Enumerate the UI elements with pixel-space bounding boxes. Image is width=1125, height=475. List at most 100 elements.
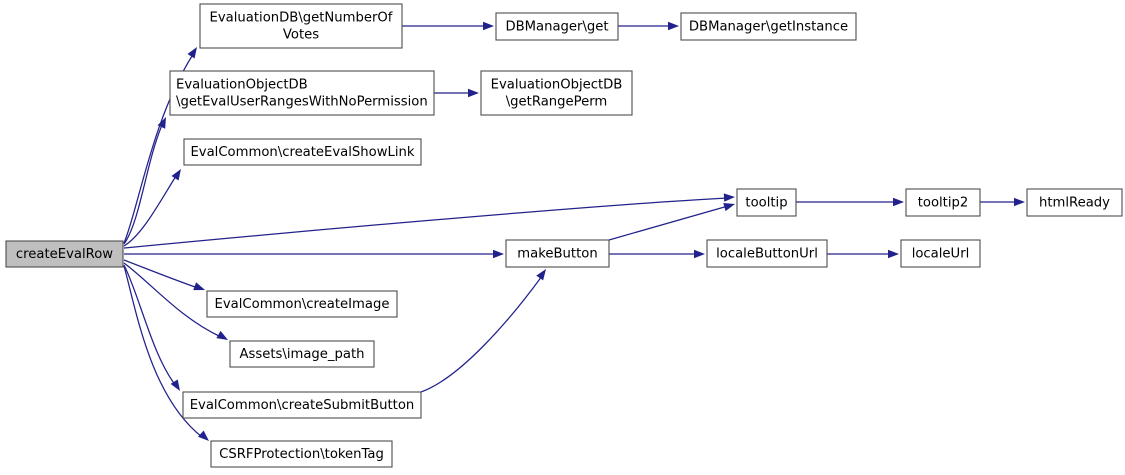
- node-tooltip[interactable]: tooltip: [736, 188, 797, 217]
- arrowhead-icon: [468, 88, 479, 98]
- node-label: EvaluationObjectDB: [491, 78, 623, 93]
- edge-dbmanagerGet-to-dbmanagerGetInstance: [618, 21, 679, 31]
- node-createImage[interactable]: EvalCommon\createImage: [206, 290, 398, 318]
- edge-tooltip2-to-htmlReady: [980, 197, 1025, 207]
- node-box[interactable]: [900, 239, 981, 268]
- node-box[interactable]: [706, 239, 828, 268]
- node-label: DBManager\get: [505, 20, 608, 35]
- node-label: EvaluationObjectDB: [176, 78, 308, 93]
- edge-createEvalRow-to-makeButton: [124, 249, 504, 259]
- node-label: DBManager\getInstance: [689, 20, 848, 35]
- edge-createEvalRow-to-createEvalShowLink: [123, 169, 181, 247]
- node-dbmanagerGet[interactable]: DBManager\get: [495, 12, 619, 41]
- arrowhead-icon: [193, 282, 205, 291]
- edge-line: [420, 275, 543, 393]
- arrowhead-icon: [723, 202, 735, 212]
- node-label: EvalCommon\createSubmitButton: [190, 398, 415, 413]
- node-label: htmlReady: [1039, 196, 1110, 211]
- arrowhead-icon: [493, 249, 504, 259]
- node-box[interactable]: [1026, 188, 1123, 217]
- edge-createEvalRow-to-createSubmitButton: [123, 264, 180, 391]
- node-createEvalRow[interactable]: createEvalRow: [5, 240, 124, 268]
- arrowhead-icon: [198, 430, 209, 441]
- arrowhead-icon: [216, 330, 228, 340]
- arrowhead-icon: [893, 197, 904, 207]
- node-localeUrl[interactable]: localeUrl: [900, 239, 981, 268]
- node-box[interactable]: [210, 440, 393, 468]
- edge-line: [123, 265, 203, 438]
- node-label: EvalCommon\createEvalShowLink: [190, 145, 414, 160]
- node-label: tooltip: [745, 196, 787, 211]
- edge-line: [123, 197, 729, 249]
- arrowhead-icon: [1014, 197, 1025, 207]
- node-createSubmitButton[interactable]: EvalCommon\createSubmitButton: [182, 391, 422, 419]
- edge-createSubmitButton-to-makeButton: [420, 269, 546, 393]
- edge-makeButton-to-tooltip: [608, 202, 735, 241]
- edge-localeButtonUrl-to-localeUrl: [827, 249, 899, 259]
- node-makeButton[interactable]: makeButton: [505, 239, 610, 268]
- arrowhead-icon: [187, 47, 197, 59]
- arrowhead-icon: [536, 269, 546, 281]
- node-label: createEvalRow: [16, 247, 113, 262]
- node-box[interactable]: [169, 70, 435, 116]
- node-box[interactable]: [229, 340, 375, 368]
- node-label: Votes: [283, 28, 319, 43]
- edge-line: [123, 124, 163, 245]
- arrowhead-icon: [723, 193, 735, 202]
- node-label: tooltip2: [918, 196, 969, 211]
- edge-tooltip-to-tooltip2: [796, 197, 904, 207]
- arrowhead-icon: [483, 21, 494, 31]
- arrowhead-icon: [170, 379, 180, 391]
- arrowhead-icon: [888, 249, 899, 259]
- node-box[interactable]: [183, 138, 422, 166]
- node-box[interactable]: [680, 12, 857, 41]
- node-box[interactable]: [5, 240, 124, 268]
- node-box[interactable]: [905, 188, 981, 217]
- node-getRangePerm[interactable]: EvaluationObjectDB \getRangePerm: [480, 70, 633, 116]
- node-layer: createEvalRow EvaluationDB\getNumberOfVot…: [5, 3, 1123, 468]
- node-label: EvaluationDB\getNumberOf: [210, 11, 393, 26]
- node-label: CSRFProtection\tokenTag: [219, 447, 384, 462]
- edge-line: [123, 259, 199, 289]
- node-localeButtonUrl[interactable]: localeButtonUrl: [706, 239, 828, 268]
- node-box[interactable]: [206, 290, 398, 318]
- node-box[interactable]: [505, 239, 610, 268]
- node-label: \getRangePerm: [506, 95, 608, 110]
- node-label: localeButtonUrl: [716, 247, 818, 262]
- node-label: localeUrl: [912, 247, 970, 262]
- edge-layer: [123, 21, 1025, 441]
- edge-getNumberOfVotes-to-dbmanagerGet: [402, 21, 494, 31]
- node-dbmanagerGetInstance[interactable]: DBManager\getInstance: [680, 12, 857, 41]
- node-tooltip2[interactable]: tooltip2: [905, 188, 981, 217]
- edge-createEvalRow-to-image_path: [123, 262, 228, 340]
- edge-createEvalRow-to-tooltip: [123, 193, 735, 249]
- node-box[interactable]: [199, 3, 403, 49]
- edge-getEvalUserRangesWithNoPermission-to-getRangePerm: [434, 88, 479, 98]
- edge-line: [608, 205, 729, 241]
- node-label: EvalCommon\createImage: [215, 297, 390, 312]
- edge-line: [123, 264, 177, 387]
- edge-makeButton-to-localeButtonUrl: [609, 249, 705, 259]
- node-label: \getEvalUserRangesWithNoPermission: [176, 95, 428, 110]
- edge-createEvalRow-to-createImage: [123, 259, 205, 291]
- node-box[interactable]: [182, 391, 422, 419]
- node-box[interactable]: [480, 70, 633, 116]
- arrowhead-icon: [171, 169, 181, 181]
- edge-createEvalRow-to-getEvalUserRangesWithNoPermission: [123, 117, 166, 245]
- arrowhead-icon: [668, 21, 679, 31]
- node-image_path[interactable]: Assets\image_path: [229, 340, 375, 368]
- edge-line: [123, 262, 222, 338]
- node-getEvalUserRangesWithNoPermission[interactable]: EvaluationObjectDB \getEvalUserRangesWith…: [169, 70, 435, 116]
- node-createEvalShowLink[interactable]: EvalCommon\createEvalShowLink: [183, 138, 422, 166]
- node-tokenTag[interactable]: CSRFProtection\tokenTag: [210, 440, 393, 468]
- arrowhead-icon: [157, 117, 166, 129]
- edge-createEvalRow-to-tokenTag: [123, 265, 209, 441]
- arrowhead-icon: [694, 249, 705, 259]
- node-label: makeButton: [517, 247, 597, 262]
- node-box[interactable]: [736, 188, 797, 217]
- node-box[interactable]: [495, 12, 619, 41]
- node-htmlReady[interactable]: htmlReady: [1026, 188, 1123, 217]
